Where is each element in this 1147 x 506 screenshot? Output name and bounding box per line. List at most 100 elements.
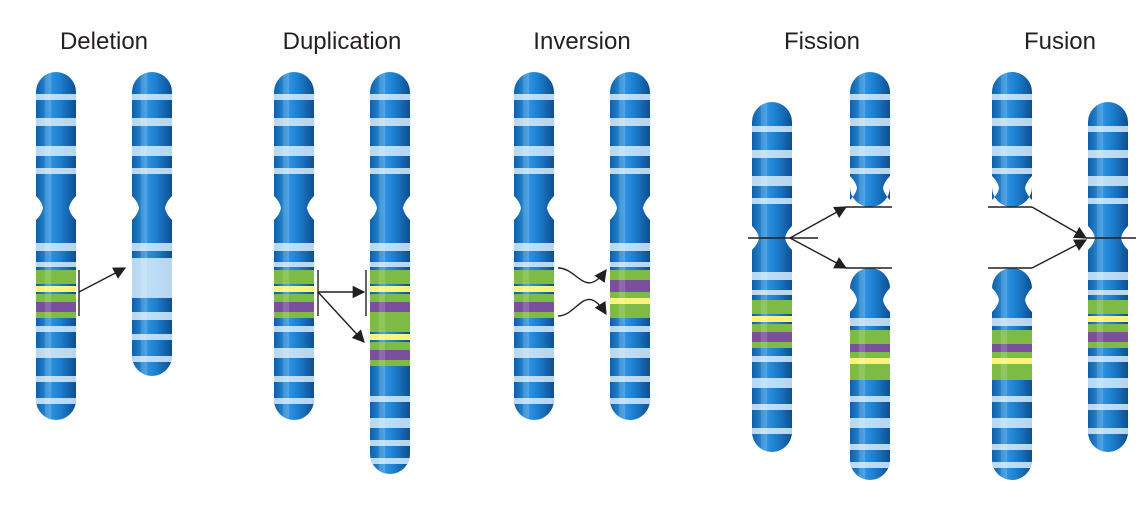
band <box>1088 300 1128 314</box>
fusion-lower <box>992 268 1032 480</box>
band <box>132 243 172 251</box>
band <box>274 262 314 267</box>
band <box>1088 126 1128 132</box>
band <box>850 418 890 428</box>
band <box>850 330 890 344</box>
band <box>992 118 1032 126</box>
band <box>1088 198 1128 204</box>
band <box>274 348 314 358</box>
band <box>274 168 314 174</box>
band <box>1088 272 1128 280</box>
label-deletion: Deletion <box>59 28 149 55</box>
band <box>992 396 1032 402</box>
band <box>370 294 410 302</box>
duplication-result <box>370 72 410 474</box>
band <box>132 312 172 320</box>
band <box>1088 332 1128 342</box>
band <box>132 118 172 126</box>
band <box>274 302 314 312</box>
band <box>752 176 792 186</box>
band <box>274 294 314 302</box>
band <box>514 376 554 382</box>
band <box>36 118 76 126</box>
band <box>1088 428 1128 434</box>
band <box>370 286 410 292</box>
deletion-result-body <box>132 72 172 376</box>
band <box>610 270 650 280</box>
band <box>992 352 1032 358</box>
band <box>370 270 410 284</box>
band <box>36 376 76 382</box>
band <box>752 126 792 132</box>
band <box>992 418 1032 428</box>
band <box>610 94 650 100</box>
band <box>514 146 554 156</box>
band <box>514 398 554 404</box>
band <box>610 326 650 332</box>
band <box>514 270 554 284</box>
band <box>850 444 890 450</box>
band <box>514 243 554 251</box>
band <box>1088 290 1128 295</box>
band <box>370 458 410 464</box>
band <box>274 270 314 284</box>
band <box>370 342 410 350</box>
band <box>992 364 1032 380</box>
band <box>370 146 410 156</box>
label-inversion: Inversion <box>533 28 631 55</box>
deletion-original <box>36 72 76 420</box>
band <box>370 312 410 318</box>
band <box>992 358 1032 364</box>
fusion-result <box>1088 102 1128 452</box>
band <box>752 324 792 332</box>
band <box>850 344 890 352</box>
band <box>274 398 314 404</box>
band <box>1088 150 1128 158</box>
band <box>992 94 1032 100</box>
band <box>36 168 76 174</box>
band <box>752 378 792 388</box>
band <box>36 348 76 358</box>
band <box>274 286 314 292</box>
band <box>850 352 890 358</box>
band <box>752 300 792 314</box>
band <box>370 350 410 360</box>
label-duplication: Duplication <box>282 28 402 55</box>
band <box>752 404 792 410</box>
deletion-result <box>132 72 172 376</box>
band <box>36 243 76 251</box>
band <box>850 358 890 364</box>
band <box>850 168 890 174</box>
band <box>132 168 172 174</box>
band <box>850 318 890 326</box>
band <box>36 302 76 312</box>
band <box>514 286 554 292</box>
band <box>370 243 410 251</box>
band <box>370 334 410 340</box>
band <box>36 398 76 404</box>
band <box>610 348 650 358</box>
band <box>514 348 554 358</box>
fission-original <box>752 102 792 452</box>
band <box>370 302 410 312</box>
band <box>132 356 172 362</box>
band <box>992 462 1032 468</box>
band <box>36 270 76 284</box>
band <box>610 243 650 251</box>
fusion-upper-body <box>992 72 1032 207</box>
band <box>514 118 554 126</box>
band <box>274 326 314 332</box>
band <box>1088 378 1128 388</box>
band <box>1088 342 1128 348</box>
fission-arrow-down <box>789 237 848 269</box>
band <box>370 318 410 332</box>
band <box>850 364 890 380</box>
band <box>850 94 890 100</box>
band <box>610 146 650 156</box>
band <box>752 428 792 434</box>
inversion-arrow-2 <box>557 298 607 317</box>
band <box>752 342 792 348</box>
band <box>610 298 650 304</box>
band <box>370 360 410 366</box>
band <box>370 168 410 174</box>
